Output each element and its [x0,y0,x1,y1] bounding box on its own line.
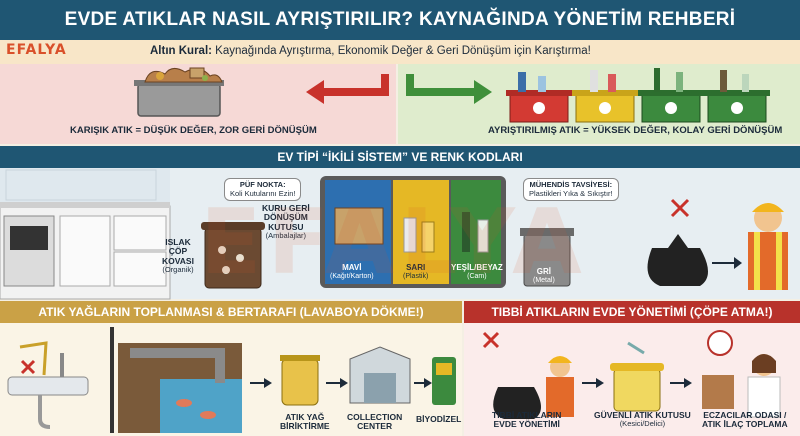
mixed-waste-caption: KARIŞIK ATIK = DÜŞÜK DEĞER, ZOR GERİ DÖN… [70,125,317,136]
sorted-waste-panel: AYRIŞTIRILMIŞ ATIK = YÜKSEK DEĞER, KOLAY… [398,64,800,144]
oil-step-3-label: BİYODİZEL [416,414,462,424]
wet-bin-label: ISLAK ÇÖP KOVASI (Organik) [162,237,194,275]
dry-box-label: KURU GERİ DÖNÜŞÜM KUTUSU (Ambalajlar) [262,203,310,241]
oil-section-panel: ATIK YAĞ BİRİKTİRME COLLECTION CENTER Bİ… [0,323,462,436]
dry-box-line-2: DÖNÜŞÜM [263,212,308,223]
oil-step-1-line-1: ATIK YAĞ [285,412,325,422]
oil-process-illustration [7,327,456,433]
page-title: EVDE ATIKLAR NASIL AYRIŞTIRILIR? KAYNAĞI… [64,9,736,30]
header-bar: EVDE ATIKLAR NASIL AYRIŞTIRILIR? KAYNAĞI… [0,0,800,40]
bin-sub-green: (Cam) [467,272,487,280]
wet-bin-line-2: ÇÖP [168,246,188,257]
tip-note-title: PÜF NOKTA: [239,180,286,189]
oil-step-1-line-2: BİRİKTİRME [280,421,330,432]
watermark: EFALYA [200,190,588,295]
bin-label-blue: MAVİ (Kağıt/Karton) [330,263,374,280]
oil-step-2-line-2: CENTER [357,421,393,432]
bin-label-yellow: SARI (Plastik) [403,263,429,280]
sorted-bins-illustration [506,68,770,123]
sorted-waste-caption: AYRIŞTIRILMIŞ ATIK = YÜKSEK DEĞER, KOLAY… [488,125,783,136]
medical-section-title: TIBBİ ATIKLARIN EVDE YÖNETİMİ (ÇÖPE ATMA… [464,301,800,323]
oil-step-2-line-1: COLLECTION [347,412,403,422]
bin-name-green: YEŞİL/BEYAZ [451,263,503,272]
dry-box-sub: (Ambalajlar) [265,231,307,241]
wet-bin-sub: (Organik) [162,265,194,275]
bin-name-grey: GRİ [536,267,551,276]
bin-sub-grey: (Metal) [533,276,555,284]
bin-label-grey: GRİ (Metal) [533,267,555,284]
medical-step-2-line-1: GÜVENLİ ATIK KUTUSU [594,410,691,420]
kitchen-illustration [0,168,788,300]
system-section-title: EV TİPİ “İKİLİ SİSTEM” VE RENK KODLARI [0,146,800,168]
green-forward-arrow-icon [406,74,492,104]
kitchen-area: PÜF NOKTA: Koli Kutularını Ezin! MÜHENDİ… [0,168,800,300]
golden-rule-band: EFALYA Altın Kural: Kaynağında Ayrıştırm… [0,40,800,64]
medical-step-3-label: ECZACILAR ODASI / ATIK İLAÇ TOPLAMA [702,410,788,430]
bin-name-blue: MAVİ [342,263,362,272]
dry-box-line-1: KURU GERİ [262,203,310,213]
bin-sub-yellow: (Plastik) [403,272,429,280]
wet-bin-line-1: ISLAK [165,237,191,247]
medical-step-2-sub: (Kesici/Delici) [619,419,666,429]
bin-name-yellow: SARI [406,263,426,272]
brand-logo: EFALYA [6,42,67,58]
oil-step-3-line-1: BİYODİZEL [416,414,462,424]
medical-process-illustration [482,330,781,419]
medical-step-1-line-2: EVDE YÖNETİMİ [493,419,560,430]
tip-note: PÜF NOKTA: Koli Kutularını Ezin! [224,178,302,202]
bin-label-green: YEŞİL/BEYAZ (Cam) [451,263,503,280]
oil-step-2-label: COLLECTION CENTER [347,412,403,432]
bin-sub-blue: (Kağıt/Karton) [330,272,374,280]
medical-step-3-line-2: ATIK İLAÇ TOPLAMA [702,419,788,430]
mixed-bin-illustration [134,67,224,117]
dry-box-line-3: KUTUSU [268,221,304,232]
golden-rule-body: Kaynağında Ayrıştırma, Ekonomik Değer & … [211,45,591,57]
medical-step-1-label: TIBBİ ATIKLARIN EVDE YÖNETİMİ [492,410,562,430]
golden-rule-lead: Altın Kural: [150,45,212,57]
medical-step-2-label: GÜVENLİ ATIK KUTUSU (Kesici/Delici) [594,410,691,429]
medical-step-3-line-1: ECZACILAR ODASI / [703,410,787,420]
tip-note-text: Koli Kutularını Ezin! [230,188,296,198]
engineer-note-title: MÜHENDİS TAVSİYESİ: [529,180,613,189]
medical-section-panel: TIBBİ ATIKLARIN EVDE YÖNETİMİ GÜVENLİ AT… [464,323,800,436]
engineer-note-text: Plastikleri Yıka & Sıkıştır! [529,188,613,198]
golden-rule-text: Altın Kural: Kaynağında Ayrıştırma, Ekon… [150,45,591,57]
oil-step-1-label: ATIK YAĞ BİRİKTİRME [280,412,330,432]
oil-section-title: ATIK YAĞLARIN TOPLANMASI & BERTARAFI (LA… [0,301,462,323]
engineer-note: MÜHENDİS TAVSİYESİ: Plastikleri Yıka & S… [523,178,619,202]
red-return-arrow-icon [306,74,389,104]
mixed-waste-panel: KARIŞIK ATIK = DÜŞÜK DEĞER, ZOR GERİ DÖN… [0,64,396,144]
medical-step-1-line-1: TIBBİ ATIKLARIN [492,410,562,420]
wet-bin-line-3: KOVASI [162,255,194,266]
